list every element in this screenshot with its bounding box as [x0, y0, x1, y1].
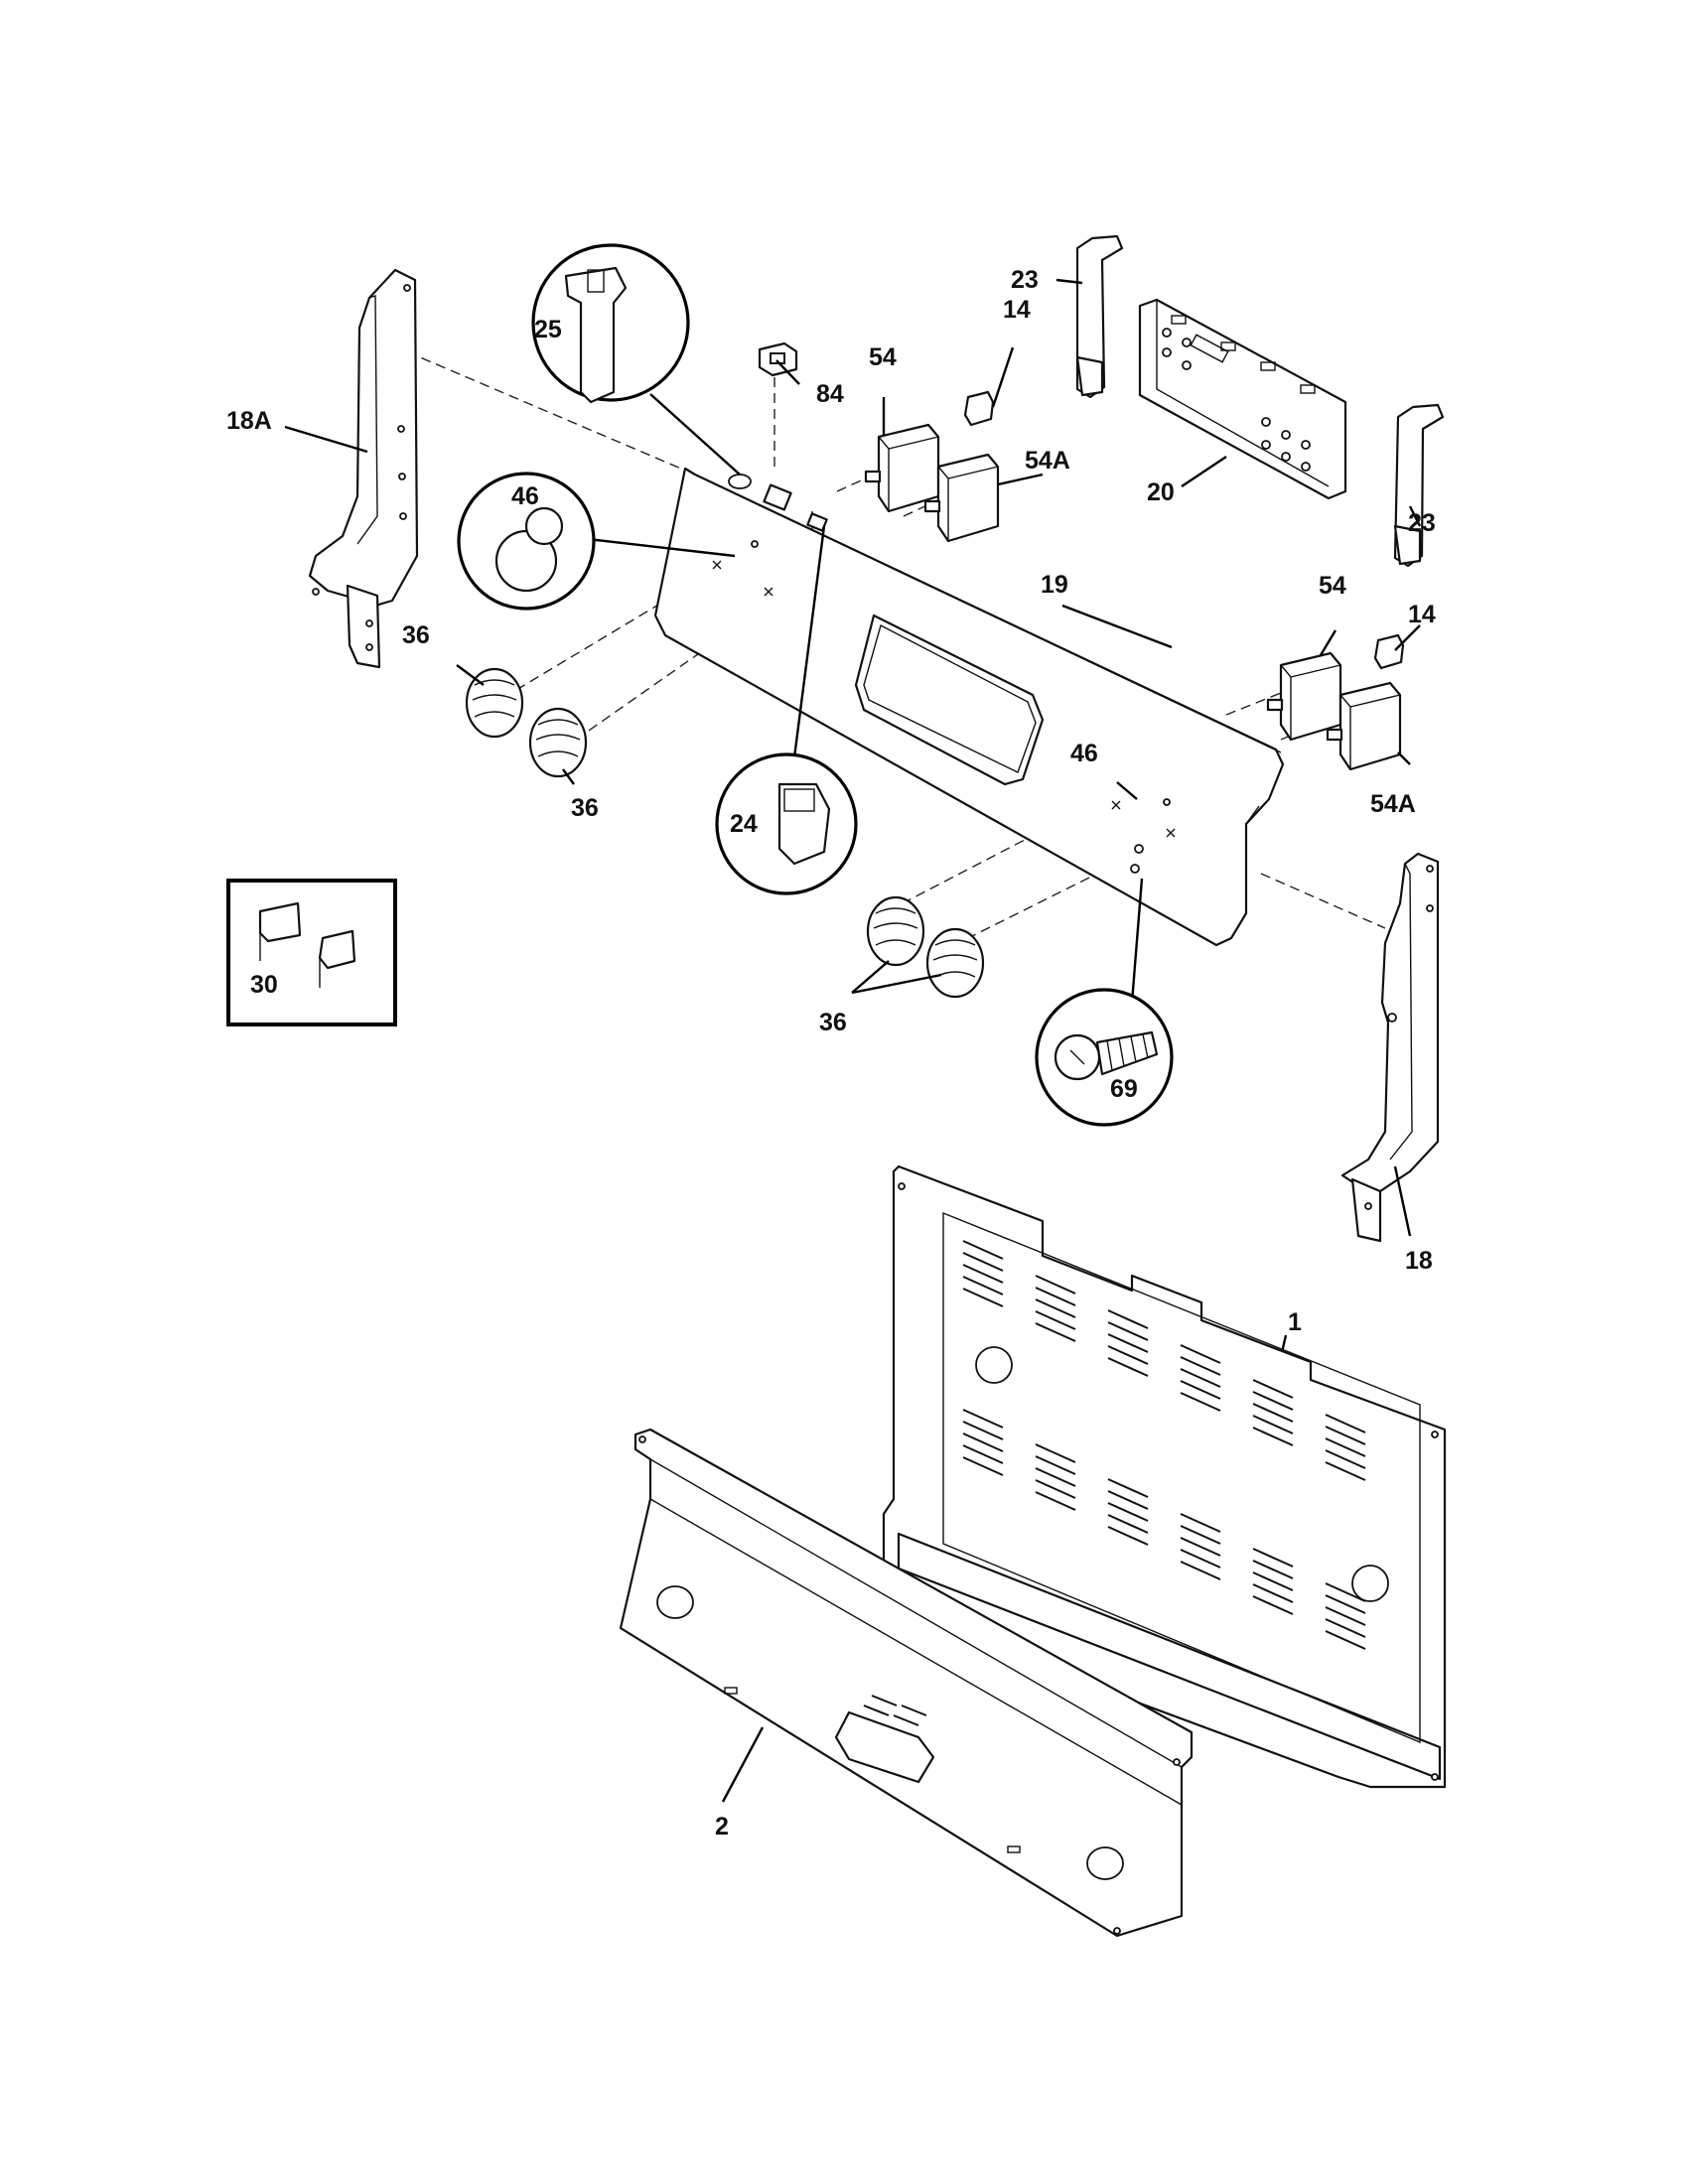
- part-36-knob-right-lower: [925, 927, 985, 999]
- part-14-upper-indicator: [963, 390, 995, 427]
- label-23-upper: 23: [1011, 266, 1039, 294]
- label-25: 25: [534, 316, 562, 343]
- detail-circle-46: [457, 472, 596, 611]
- part-36-knob-left-upper: [465, 667, 524, 739]
- label-54a-upper: 54A: [1025, 447, 1070, 475]
- louver-column-1: [962, 1240, 1004, 1476]
- louver-column-3: [1107, 1309, 1149, 1546]
- label-14-upper: 14: [1003, 296, 1031, 324]
- detail-box-30: [226, 879, 397, 1026]
- part-36-knob-right-upper: [866, 895, 925, 967]
- part-1-back-panel: [882, 1164, 1447, 1789]
- part-14-lower-indicator: [1373, 633, 1405, 670]
- part-54-lower-switch: [1266, 651, 1342, 742]
- label-19: 19: [1041, 571, 1068, 599]
- label-69: 69: [1110, 1075, 1138, 1103]
- label-23-lower: 23: [1408, 509, 1436, 537]
- label-36-right: 36: [819, 1009, 847, 1036]
- label-20: 20: [1147, 478, 1175, 506]
- louver-column-2: [1035, 1275, 1076, 1511]
- callout-labels: 18A 25 84 54 14 23 20 23 54A 46 36 36 19…: [226, 266, 1436, 1841]
- part-20-control-board: [1138, 298, 1347, 500]
- part-18-right-end-cap: [1340, 852, 1440, 1243]
- label-30: 30: [250, 971, 278, 999]
- label-2: 2: [715, 1813, 729, 1841]
- part-84-clip: [758, 341, 798, 377]
- label-18a: 18A: [226, 407, 272, 435]
- label-18: 18: [1405, 1247, 1433, 1275]
- label-14-lower: 14: [1408, 601, 1436, 628]
- detail-circle-24: [715, 752, 858, 895]
- part-23-upper-bracket: [1075, 234, 1124, 399]
- label-36-left-lower: 36: [571, 794, 599, 822]
- label-54-upper: 54: [869, 343, 897, 371]
- part-18a-left-end-cap: [308, 268, 419, 669]
- label-1: 1: [1288, 1308, 1302, 1336]
- label-54a-lower: 54A: [1370, 790, 1416, 818]
- label-46-lower: 46: [1070, 740, 1098, 767]
- louver-column-4: [1180, 1344, 1221, 1580]
- label-24: 24: [730, 810, 758, 838]
- louver-column-6: [1325, 1414, 1366, 1650]
- part-54-upper-switch: [864, 423, 940, 513]
- label-46-upper: 46: [511, 482, 539, 510]
- part-19-control-panel: [653, 467, 1285, 947]
- detail-circle-25: [531, 243, 690, 404]
- part-23-lower-bracket: [1393, 403, 1445, 568]
- part-36-knob-left-lower: [528, 707, 588, 778]
- louver-column-5: [1252, 1379, 1294, 1615]
- label-84: 84: [816, 380, 844, 408]
- part-54a-upper-switch: [923, 453, 1000, 543]
- detail-circle-69: [1035, 988, 1174, 1127]
- label-54-lower: 54: [1319, 572, 1346, 600]
- part-2-lower-panel: [619, 1428, 1194, 1938]
- label-36-left-upper: 36: [402, 621, 430, 649]
